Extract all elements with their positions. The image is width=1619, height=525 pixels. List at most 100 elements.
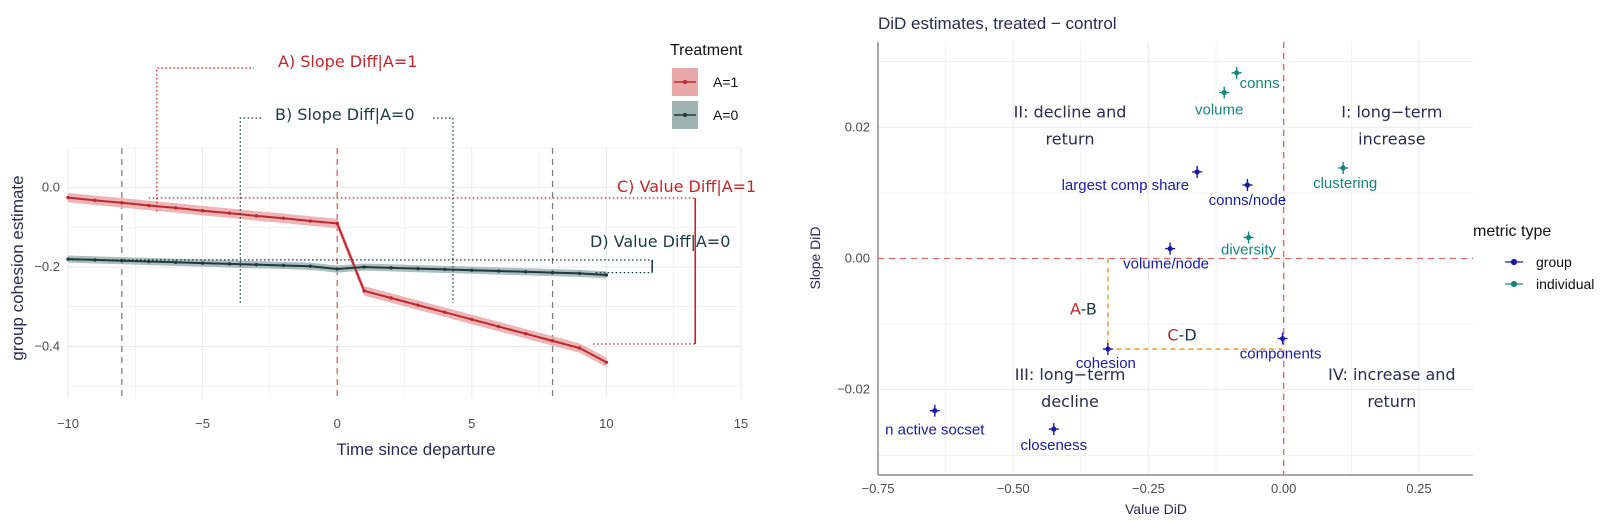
quadrant-label-line1: III: long−term [1015,365,1126,384]
point-a0 [93,258,97,262]
metric-type-legend-title: metric type [1473,223,1551,240]
right-y-tick-label: 0.00 [845,251,870,266]
point-label: diversity [1221,242,1277,259]
point-a1 [281,216,286,220]
legend-key-individual: individual [1505,276,1594,292]
quadrant-label-line1: IV: increase and [1328,365,1455,384]
point-a1 [577,346,582,350]
left-x-tick-label: 10 [599,416,613,431]
legend-point-individual [1510,280,1518,288]
legend-label-group: group [1536,254,1572,270]
quadrant-label-line2: return [1046,129,1095,148]
point-a1 [470,317,474,322]
point-marker [1194,169,1200,175]
treatment-legend-title: Treatment [670,42,743,59]
point-a0 [604,273,609,277]
legend-key-a1: A=1 [672,68,739,96]
diff-label-a-b-separator: - [1081,299,1086,318]
point-a0 [200,261,205,265]
annotation-slope-diff-a0: B) Slope Diff|A=0 [275,105,415,124]
bracket-slope-a0-right [433,117,454,303]
point-a0 [335,267,339,271]
quadrant-label-line2: decline [1041,392,1099,411]
point-marker [1280,335,1286,342]
point-a0 [173,260,178,264]
diff-label-a-minus-b: A-B [1070,299,1097,318]
right-y-tick-label: −0.02 [837,382,870,397]
left-series [66,195,609,364]
point-a0 [254,262,259,267]
point-a0 [497,269,501,273]
left-confidence-bands [68,192,607,368]
legend-label-a0: A=0 [713,107,739,123]
point-marker [1051,426,1057,432]
point-a1 [308,219,312,223]
point-label: volume [1195,102,1243,119]
annotation-value-diff-a1: C) Value Diff|A=1 [617,177,756,196]
point-a1 [604,360,609,364]
point-a1 [254,214,259,218]
right-x-tick-label: 0.00 [1271,481,1296,496]
point-a1 [550,339,555,343]
point-a0 [550,270,555,275]
quadrant-label-line2: return [1367,392,1416,411]
treatment-legend: Treatment A=1 A=0 [670,42,743,129]
right-y-tick-label: 0.02 [845,119,870,134]
left-x-tick-label: −5 [195,416,210,431]
right-reference-lines [878,42,1473,475]
point-label: clustering [1313,175,1377,192]
metric-type-legend: metric type group individual [1473,223,1594,292]
quadrant-label-line1: I: long−term [1341,102,1442,121]
point-a1 [497,324,501,329]
right-points: conns volume clustering diversity largest co… [885,66,1377,454]
point-marker [932,408,938,414]
legend-point-a1 [682,79,688,85]
left-y-tick-label: −0.2 [34,259,60,274]
band-a1 [68,192,607,368]
legend-label-a1: A=1 [713,74,739,90]
left-x-tick-label: −10 [57,416,79,431]
left-grid [67,147,742,398]
point-label: conns/node [1209,192,1287,209]
point-a1 [66,195,70,200]
point-a0 [147,259,151,264]
left-y-axis-title: group cohesion estimate [8,175,27,360]
right-x-tick-label: −0.25 [1132,481,1165,496]
left-x-tick-label: 5 [468,416,475,431]
point-label: volume/node [1123,256,1209,273]
point-marker [1105,346,1111,352]
diff-label-c-d-separator: - [1179,326,1185,345]
point-marker [1245,234,1252,241]
point-label: components [1240,346,1322,363]
point-a0 [308,264,312,268]
point-a0 [470,268,474,272]
right-y-axis-title: Slope DiD [807,226,823,289]
band-a0 [68,255,607,279]
left-y-tick-label: −0.4 [34,338,60,353]
point-label: largest comp share [1062,177,1190,194]
point-a0 [443,267,447,272]
point-a1 [227,211,232,215]
point-marker [1244,182,1251,188]
diff-label-a: A [1070,299,1081,318]
left-y-tick-label: 0.0 [42,180,60,195]
point-a1 [362,289,366,293]
point-marker [1221,89,1227,96]
annotation-slope-diff-a1: A) Slope Diff|A=1 [278,52,417,71]
point-marker [1340,165,1346,171]
point-label: conns [1240,75,1280,92]
left-annotation-brackets [68,67,697,345]
point-a1 [120,201,124,205]
diff-label-c-minus-d: C-D [1167,326,1196,345]
point-marker [1234,70,1240,76]
right-x-tick-label: −0.50 [997,481,1030,496]
right-panel: DiD estimates, treated − control I: long… [807,14,1594,517]
diff-label-c: C [1167,326,1178,345]
right-panel-title: DiD estimates, treated − control [878,14,1117,33]
annotation-value-diff-a0: D) Value Diff|A=0 [590,232,730,251]
right-x-tick-label: 0.25 [1406,481,1431,496]
point-a0 [577,271,582,276]
